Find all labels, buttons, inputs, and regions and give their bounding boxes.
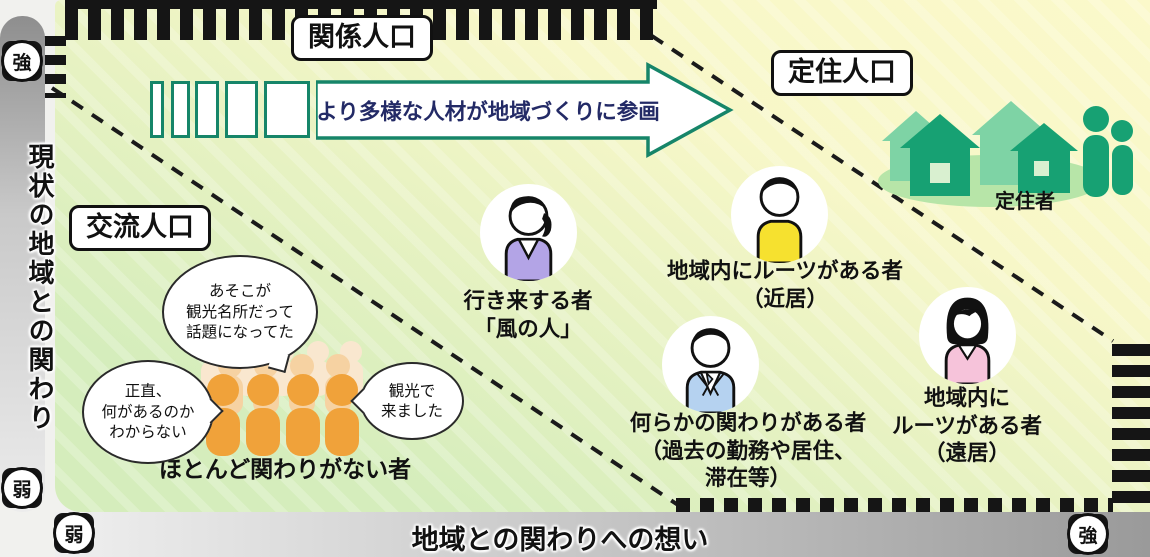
y-axis-weak-marker: 弱 bbox=[1, 467, 43, 509]
speech-bubble-sightseeing: 観光で 来ました bbox=[350, 362, 464, 440]
y-axis-strong-label: 強 bbox=[12, 51, 32, 74]
growth-step-4 bbox=[225, 81, 258, 138]
x-axis-weak-marker: 弱 bbox=[53, 512, 95, 554]
y-axis-title: 現状の地域との関わり bbox=[24, 143, 54, 433]
x-axis-title: 地域との関わりへの想い bbox=[411, 525, 709, 556]
roots-near-label-line1: 地域内にルーツがある者 bbox=[666, 259, 904, 284]
speech-bubble-dont-know: 正直、 何があるのか わからない bbox=[82, 360, 224, 464]
roots-far-label: 地域内に ルーツがある者 （遠居） bbox=[872, 385, 1062, 468]
y-axis-strong-marker: 強 bbox=[1, 40, 43, 82]
x-axis-bar bbox=[55, 512, 1150, 557]
tag-exchange-population: 交流人口 bbox=[69, 205, 211, 252]
speech-bubble-dont-know-line2: 何があるのか bbox=[101, 402, 195, 421]
tag-settled-population: 定住人口 bbox=[771, 50, 913, 97]
wind-person-avatar bbox=[480, 184, 577, 281]
growth-step-2 bbox=[171, 81, 190, 138]
roots-near-label-line2: （近居） bbox=[741, 286, 828, 312]
speech-bubble-famous-spot-line3: 話題になってた bbox=[186, 323, 294, 342]
left-hatch-border bbox=[44, 36, 66, 98]
tag-related-population: 関係人口 bbox=[291, 15, 433, 62]
bottom-dashed-border bbox=[676, 498, 1113, 512]
woman-purple-icon bbox=[504, 196, 553, 281]
speech-bubble-famous-spot: あそこが 観光名所だって 話題になってた bbox=[162, 255, 318, 374]
wind-person-label-line2: 「風の人」 bbox=[474, 316, 582, 342]
x-axis-strong-label: 強 bbox=[1078, 524, 1098, 547]
x-axis-strong-marker: 強 bbox=[1067, 513, 1109, 555]
speech-bubble-dont-know-line3: わからない bbox=[109, 423, 187, 442]
man-suit-icon bbox=[685, 328, 736, 413]
some-relation-label-line2: （過去の勤務や居住、 bbox=[640, 438, 856, 464]
speech-bubble-famous-spot-line2: 観光名所だって bbox=[186, 302, 294, 321]
roots-far-label-line2: ルーツがある者 bbox=[891, 413, 1043, 439]
settlers-label: 定住者 bbox=[995, 189, 1055, 213]
roots-near-label: 地域内にルーツがある者 （近居） bbox=[650, 258, 920, 313]
participation-arrow bbox=[316, 62, 734, 158]
participation-arrow-label: より多様な人材が地域づくりに参画 bbox=[316, 99, 660, 125]
roots-far-avatar bbox=[919, 287, 1016, 384]
growth-step-5 bbox=[264, 81, 310, 138]
some-relation-label: 何らかの関わりがある者 （過去の勤務や居住、 滞在等） bbox=[598, 410, 898, 493]
y-axis-bar bbox=[0, 16, 45, 512]
roots-near-avatar bbox=[731, 166, 828, 263]
speech-bubble-famous-spot-line1: あそこが bbox=[208, 282, 271, 301]
crowd-label: ほとんど関わりがない者 bbox=[158, 457, 412, 483]
man-yellow-icon bbox=[756, 177, 803, 263]
y-axis-weak-label: 弱 bbox=[12, 478, 32, 501]
roots-far-label-line1: 地域内に bbox=[923, 386, 1010, 411]
speech-bubble-sightseeing-line2: 来ました bbox=[380, 402, 443, 420]
some-relation-label-line1: 何らかの関わりがある者 bbox=[629, 411, 867, 436]
wind-person-label-line1: 行き来する者 bbox=[463, 289, 593, 314]
growth-step-1 bbox=[150, 81, 164, 138]
right-hatch-border bbox=[1112, 344, 1150, 510]
wind-person-label: 行き来する者 「風の人」 bbox=[418, 288, 638, 343]
woman-pink-icon bbox=[944, 297, 991, 384]
roots-far-label-line3: （遠居） bbox=[923, 441, 1010, 467]
speech-bubble-sightseeing-line1: 観光で bbox=[388, 381, 436, 400]
x-axis-weak-label: 弱 bbox=[64, 523, 84, 546]
growth-step-3 bbox=[195, 81, 219, 138]
speech-bubble-dont-know-line1: 正直、 bbox=[124, 382, 172, 401]
village-houses-icon bbox=[878, 101, 1133, 207]
some-relation-avatar bbox=[662, 316, 759, 413]
some-relation-label-line3: 滞在等） bbox=[704, 466, 791, 492]
